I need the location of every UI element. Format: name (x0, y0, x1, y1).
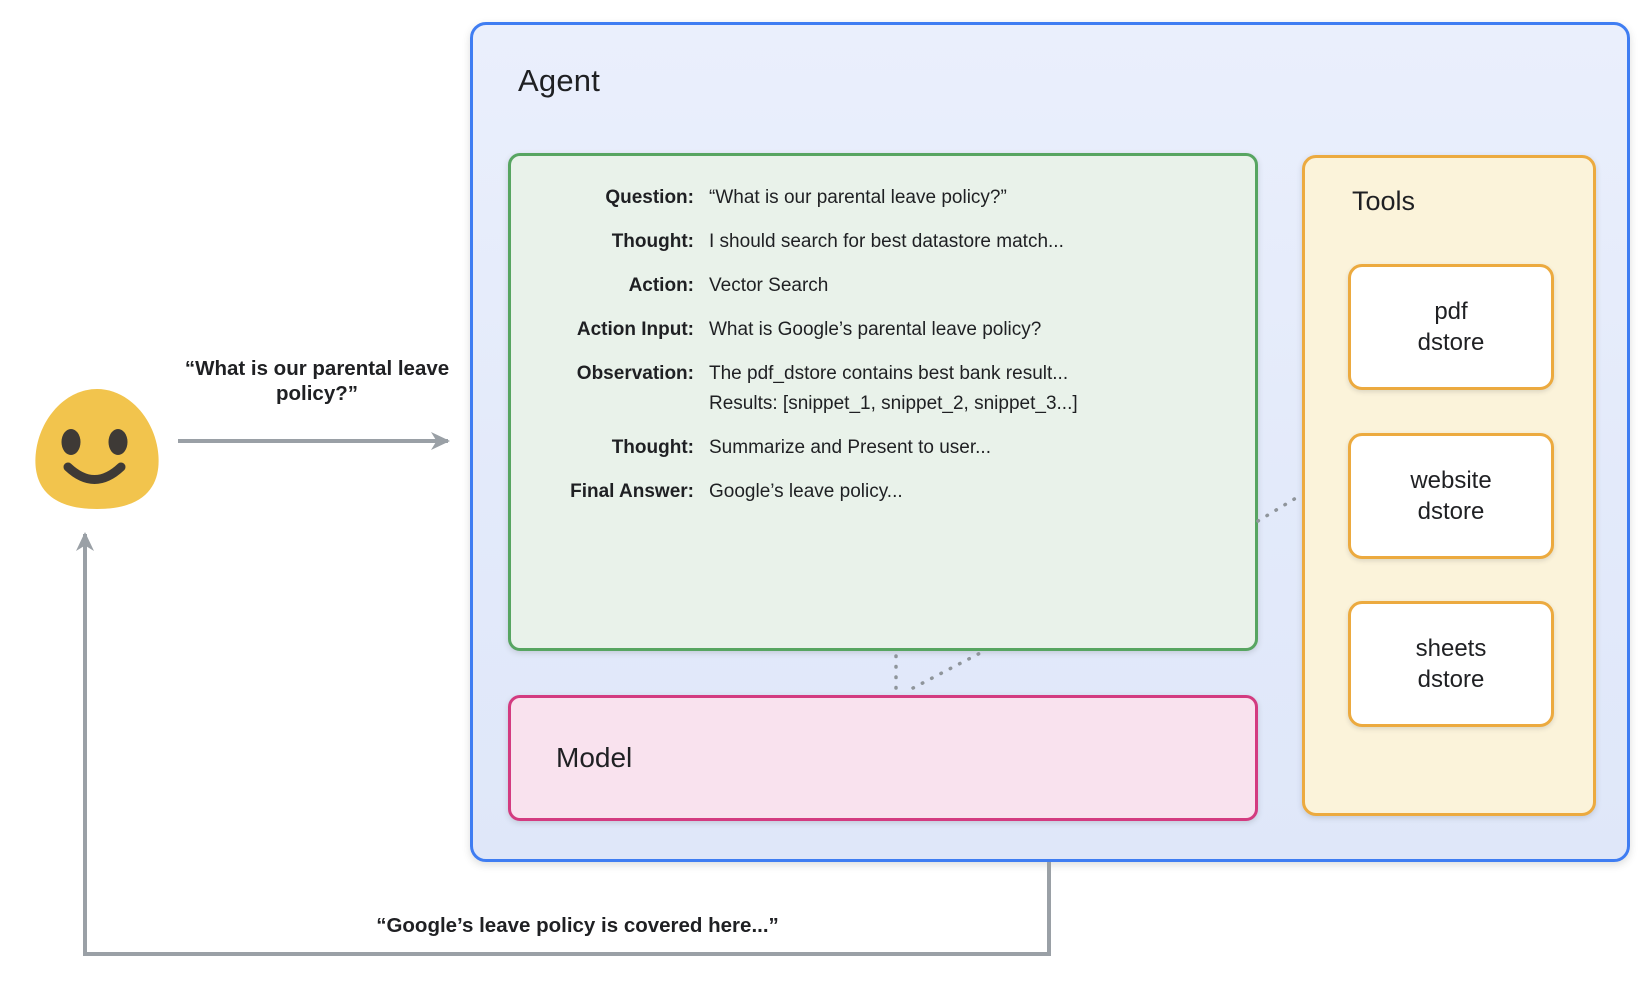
scratchpad-row-action: Action: Vector Search (511, 271, 1255, 301)
row-value-line2: Results: [snippet_1, snippet_2, snippet_… (709, 393, 1078, 414)
user-avatar (27, 385, 167, 513)
row-label: Action Input: (576, 319, 694, 340)
response-label: “Google’s leave policy is covered here..… (376, 914, 779, 937)
scratchpad-row-question: Question: “What is our parental leave po… (511, 183, 1255, 213)
tool-website-dstore: website dstore (1348, 433, 1554, 559)
row-value: Vector Search (709, 275, 829, 296)
scratchpad-row-observation: Observation: The pdf_dstore contains bes… (511, 359, 1255, 419)
row-label: Thought: (611, 231, 694, 252)
model-title: Model (556, 742, 633, 773)
scratchpad-row-thought-1: Thought: I should search for best datast… (511, 227, 1255, 257)
tools-title: Tools (1352, 186, 1416, 216)
agent-title: Agent (518, 63, 601, 98)
row-value: Summarize and Present to user... (709, 437, 991, 458)
tool-sheets-dstore: sheets dstore (1348, 601, 1554, 727)
tool-label-line1: sheets (1415, 635, 1487, 662)
row-label: Final Answer: (570, 481, 694, 502)
tool-label-line1: pdf (1434, 298, 1468, 325)
tool-label-line2: dstore (1417, 329, 1485, 356)
row-label: Thought: (611, 437, 694, 458)
row-value: Google’s leave policy... (709, 481, 903, 502)
tool-label-line2: dstore (1417, 666, 1485, 693)
row-value: I should search for best datastore match… (709, 231, 1064, 252)
scratchpad-row-final-answer: Final Answer: Google’s leave policy... (511, 477, 1255, 507)
tools-panel: Tools pdf dstore website dstore sheets d… (1302, 155, 1596, 816)
tool-label-line1: website (1410, 467, 1492, 494)
row-label: Action: (628, 275, 694, 296)
request-label: “What is our parental leave policy?” (184, 357, 450, 405)
model-box: Model (508, 695, 1258, 821)
row-value: The pdf_dstore contains best bank result… (709, 363, 1069, 384)
tool-pdf-dstore: pdf dstore (1348, 264, 1554, 390)
agent-box: Agent Question: “What is our parental le… (470, 22, 1630, 862)
tool-label-line2: dstore (1417, 498, 1485, 525)
scratchpad-box: Question: “What is our parental leave po… (508, 153, 1258, 651)
smiling-blob-emoji-icon (35, 389, 159, 509)
row-value: “What is our parental leave policy?” (709, 187, 1007, 208)
row-label: Question: (605, 187, 694, 208)
row-value: What is Google’s parental leave policy? (709, 319, 1042, 340)
row-label: Observation: (576, 363, 694, 384)
scratchpad-row-thought-2: Thought: Summarize and Present to user..… (511, 433, 1255, 463)
scratchpad-row-action-input: Action Input: What is Google’s parental … (511, 315, 1255, 345)
